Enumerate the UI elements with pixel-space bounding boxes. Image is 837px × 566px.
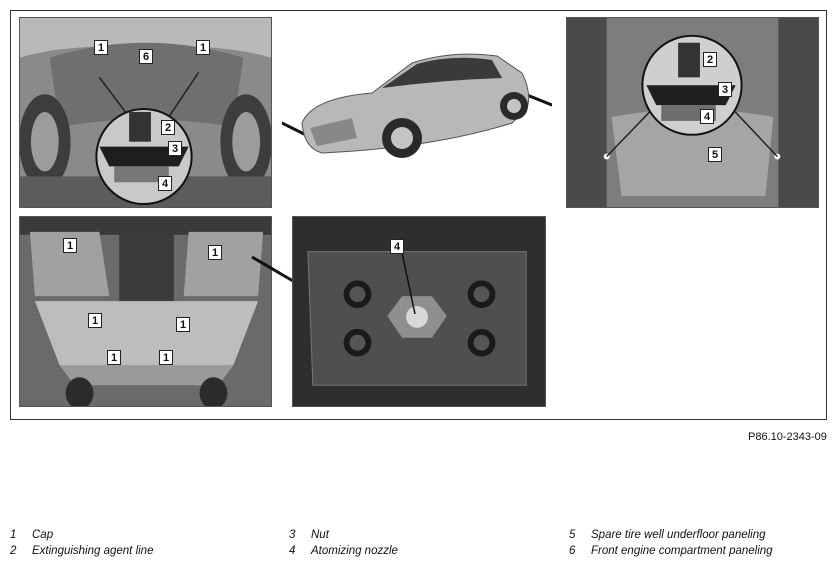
figure-reference: P86.10-2343-09 bbox=[748, 431, 827, 443]
callout-2-rear: 2 bbox=[703, 52, 717, 67]
rear-underbody-photo bbox=[566, 17, 819, 208]
callout-6-front: 6 bbox=[139, 49, 153, 64]
vehicle-illustration bbox=[271, 38, 573, 168]
callout-2-front: 2 bbox=[161, 120, 175, 135]
callout-1-panel-d: 1 bbox=[176, 317, 190, 332]
callout-1-front-right: 1 bbox=[196, 40, 210, 55]
callout-4-front: 4 bbox=[158, 176, 172, 191]
callout-1-panel-b: 1 bbox=[208, 245, 222, 260]
callout-1-panel-e: 1 bbox=[107, 350, 121, 365]
callout-5-rear: 5 bbox=[708, 147, 722, 162]
closeup-pointer-line bbox=[251, 255, 294, 283]
callout-1-panel-c: 1 bbox=[88, 313, 102, 328]
front-underbody-photo bbox=[19, 17, 272, 208]
callout-3-front: 3 bbox=[168, 141, 182, 156]
callout-1-front-left: 1 bbox=[94, 40, 108, 55]
callout-4-rear: 4 bbox=[700, 109, 714, 124]
callout-3-rear: 3 bbox=[718, 82, 732, 97]
callout-1-panel-f: 1 bbox=[159, 350, 173, 365]
nozzle-closeup-photo bbox=[292, 216, 546, 407]
callout-1-panel-a: 1 bbox=[63, 238, 77, 253]
callout-4-closeup: 4 bbox=[390, 239, 404, 254]
underbody-paneling-photo bbox=[19, 216, 272, 407]
